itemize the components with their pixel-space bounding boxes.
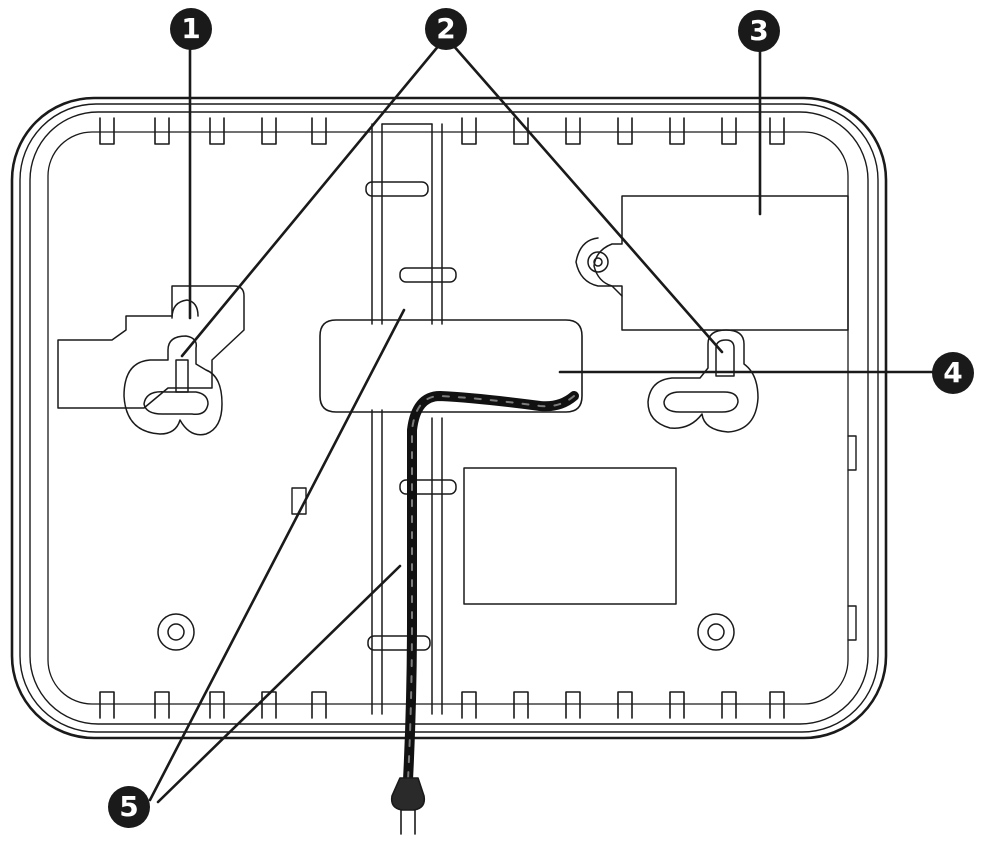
side-tabs: [847, 435, 857, 641]
bottom-ribs: [99, 691, 785, 719]
callout-5: 5: [108, 786, 150, 828]
top-ribs: [99, 117, 785, 145]
callout-4: 4: [932, 352, 974, 394]
label-area: [575, 195, 849, 331]
cable-opening: [319, 319, 583, 413]
power-cable: [403, 391, 579, 785]
cable-clip: [365, 181, 457, 651]
power-plug: [390, 777, 426, 835]
right-keyhole-mount: [647, 329, 759, 433]
screw-boss: [157, 613, 735, 651]
housing-outline: [10, 96, 888, 740]
cable-channel: [371, 123, 443, 715]
rating-plate-area: [463, 467, 677, 605]
callout-2: 2: [425, 8, 467, 50]
callout-3: 3: [738, 10, 780, 52]
callout-1: 1: [170, 8, 212, 50]
left-keyhole-mount: [57, 285, 245, 436]
leader-lines: [148, 42, 938, 804]
